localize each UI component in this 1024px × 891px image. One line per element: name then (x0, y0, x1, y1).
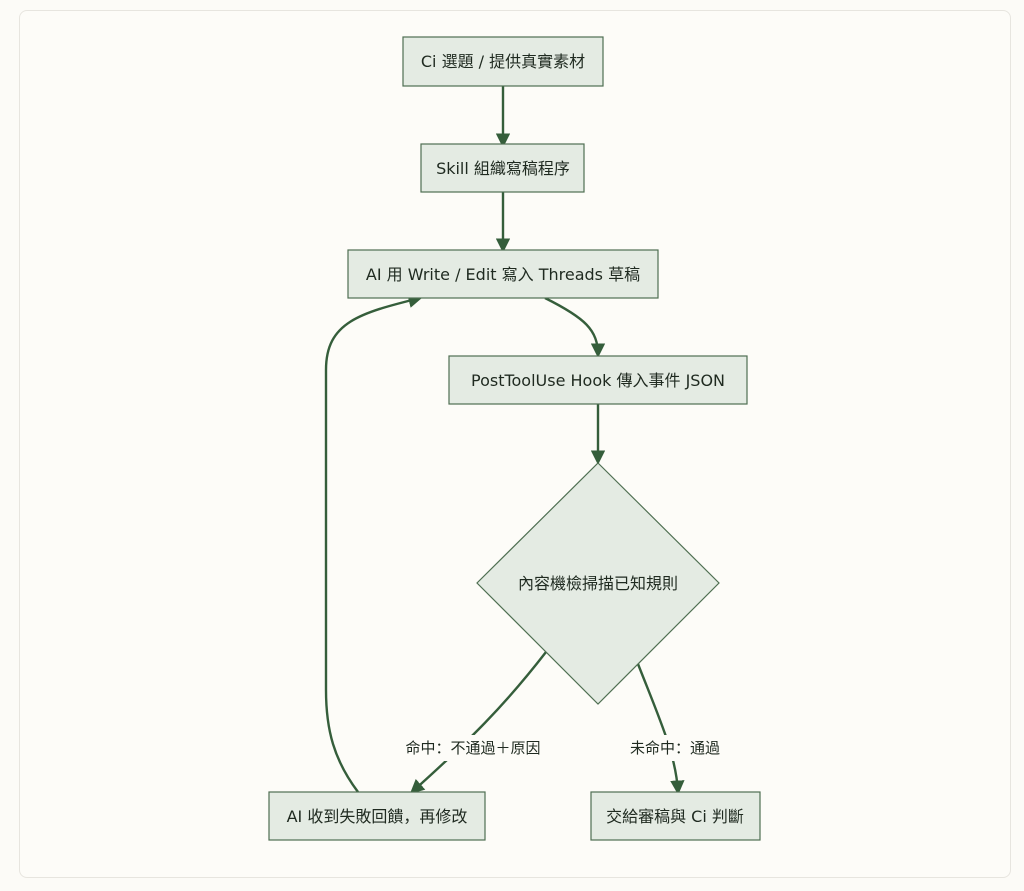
edge-label-miss: 未命中：通過 (630, 739, 720, 757)
node-select-topic-box (402, 36, 604, 87)
node-posttooluse-hook-box (448, 355, 748, 405)
node-review-judgement-label: 交給審稿與 Ci 判斷 (606, 807, 744, 826)
edge-label-bg-miss (617, 735, 733, 761)
node-content-check: 內容機檢掃描已知規則 (476, 462, 720, 705)
node-skill-organize: Skill 組織寫稿程序 (420, 143, 585, 193)
node-ai-write-draft: AI 用 Write / Edit 寫入 Threads 草稿 (347, 249, 659, 299)
node-posttooluse-hook-label: PostToolUse Hook 傳入事件 JSON (471, 371, 725, 390)
edge-n6-n3 (324, 293, 423, 793)
node-ai-receive-feedback: AI 收到失敗回饋，再修改 (268, 791, 486, 841)
node-skill-organize-box (420, 143, 585, 193)
edge-n5-n6 (409, 651, 547, 794)
node-skill-organize-label: Skill 組織寫稿程序 (436, 159, 570, 178)
edge-label-bg-hit (390, 735, 556, 761)
node-review-judgement-box (590, 791, 761, 841)
node-content-check-label: 內容機檢掃描已知規則 (518, 574, 678, 593)
edge-label-hit: 命中：不通過＋原因 (405, 739, 540, 757)
edge-n3-n4 (544, 296, 606, 358)
edge-n5-n7 (636, 663, 685, 795)
node-content-check-diamond (476, 462, 720, 705)
node-ai-receive-feedback-label: AI 收到失敗回饋，再修改 (287, 807, 468, 826)
node-review-judgement: 交給審稿與 Ci 判斷 (590, 791, 761, 841)
node-select-topic: Ci 選題 / 提供真實素材 (402, 36, 604, 87)
node-ai-receive-feedback-box (268, 791, 486, 841)
node-ai-write-draft-label: AI 用 Write / Edit 寫入 Threads 草稿 (366, 265, 640, 284)
node-posttooluse-hook: PostToolUse Hook 傳入事件 JSON (448, 355, 748, 405)
node-select-topic-label: Ci 選題 / 提供真實素材 (421, 52, 585, 71)
node-ai-write-draft-box (347, 249, 659, 299)
